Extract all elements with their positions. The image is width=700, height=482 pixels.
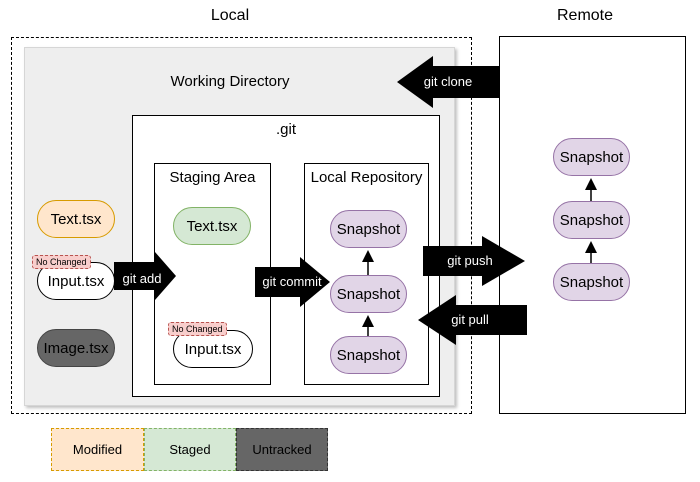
git-clone-label: git clone — [423, 74, 473, 89]
legend-modified: Modified — [51, 428, 144, 471]
local-title: Local — [210, 7, 250, 24]
file-image-untracked: Image.tsx — [37, 329, 115, 367]
working-directory-title: Working Directory — [170, 73, 290, 90]
git-pull-arrow — [418, 295, 527, 345]
file-text-modified: Text.tsx — [37, 200, 115, 238]
git-add-arrow — [114, 252, 176, 300]
git-folder-title: .git — [275, 121, 296, 138]
staged-file-input: Input.tsx — [173, 330, 253, 368]
remote-title: Remote — [556, 7, 614, 24]
git-clone-arrow — [397, 56, 499, 108]
git-add-label: git add — [122, 271, 162, 286]
local-repository-title: Local Repository — [310, 169, 423, 186]
legend-untracked: Untracked — [236, 428, 328, 471]
git-commit-label: git commit — [262, 274, 322, 289]
git-push-arrow — [423, 236, 525, 286]
no-changed-tag: No Changed — [32, 255, 91, 269]
remote-snapshot-middle: Snapshot — [553, 201, 630, 239]
remote-snapshot-top: Snapshot — [553, 138, 630, 176]
local-frame — [11, 37, 472, 414]
staged-file-text: Text.tsx — [173, 207, 251, 245]
staging-area-title: Staging Area — [169, 169, 256, 186]
local-snapshot-bottom: Snapshot — [330, 336, 407, 374]
git-pull-label: git pull — [451, 312, 489, 327]
remote-snapshot-bottom: Snapshot — [553, 263, 630, 301]
git-commit-arrow — [255, 257, 330, 307]
git-push-label: git push — [447, 253, 493, 268]
legend-staged: Staged — [144, 428, 236, 471]
local-snapshot-top: Snapshot — [330, 210, 407, 248]
local-snapshot-middle: Snapshot — [330, 275, 407, 313]
no-changed-tag-staged: No Changed — [168, 322, 227, 336]
